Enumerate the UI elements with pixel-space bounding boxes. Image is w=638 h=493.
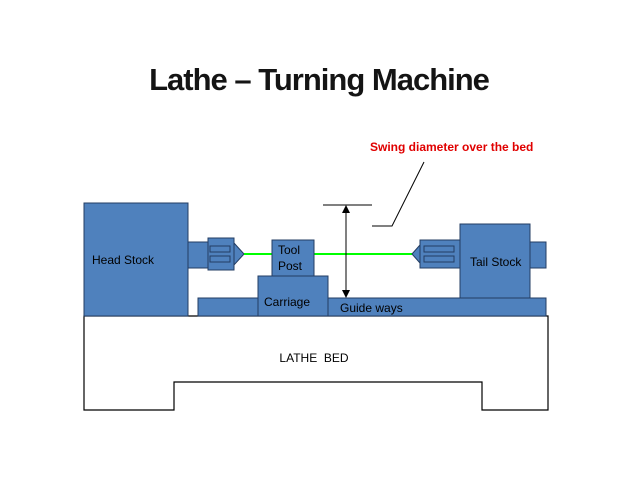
head-chuck-jaw-bottom <box>209 255 231 263</box>
carriage-label: Carriage <box>264 295 310 309</box>
swing-arrow-bottom <box>342 290 350 298</box>
tail-quill-inner-bottom <box>423 255 455 263</box>
tail-center-point <box>411 243 421 265</box>
head-stock-label: Head Stock <box>92 253 155 267</box>
head-center-point <box>233 241 245 267</box>
head-chuck-jaw-top <box>209 245 231 253</box>
tail-quill <box>419 239 461 269</box>
swing-diameter-annotation: Swing diameter over the bed <box>370 140 533 154</box>
tail-stock <box>459 223 531 299</box>
tail-stock-label: Tail Stock <box>470 255 522 269</box>
tool-post-label-line1: Tool <box>278 243 300 257</box>
head-spindle <box>187 241 209 269</box>
carriage <box>257 275 329 317</box>
tool-post-label-line2: Post <box>278 259 303 273</box>
guide-ways-label: Guide ways <box>340 301 403 315</box>
swing-arrow-top <box>342 205 350 213</box>
tail-quill-inner-top <box>423 245 455 253</box>
lathe-bed-label: LATHE BED <box>279 351 348 365</box>
page-title: Lathe – Turning Machine <box>149 62 490 97</box>
head-stock <box>83 202 189 317</box>
lathe-bed <box>83 315 549 411</box>
tail-handwheel <box>529 241 547 269</box>
head-chuck <box>207 237 235 271</box>
tool-post <box>271 239 315 277</box>
annotation-leader <box>372 161 425 227</box>
